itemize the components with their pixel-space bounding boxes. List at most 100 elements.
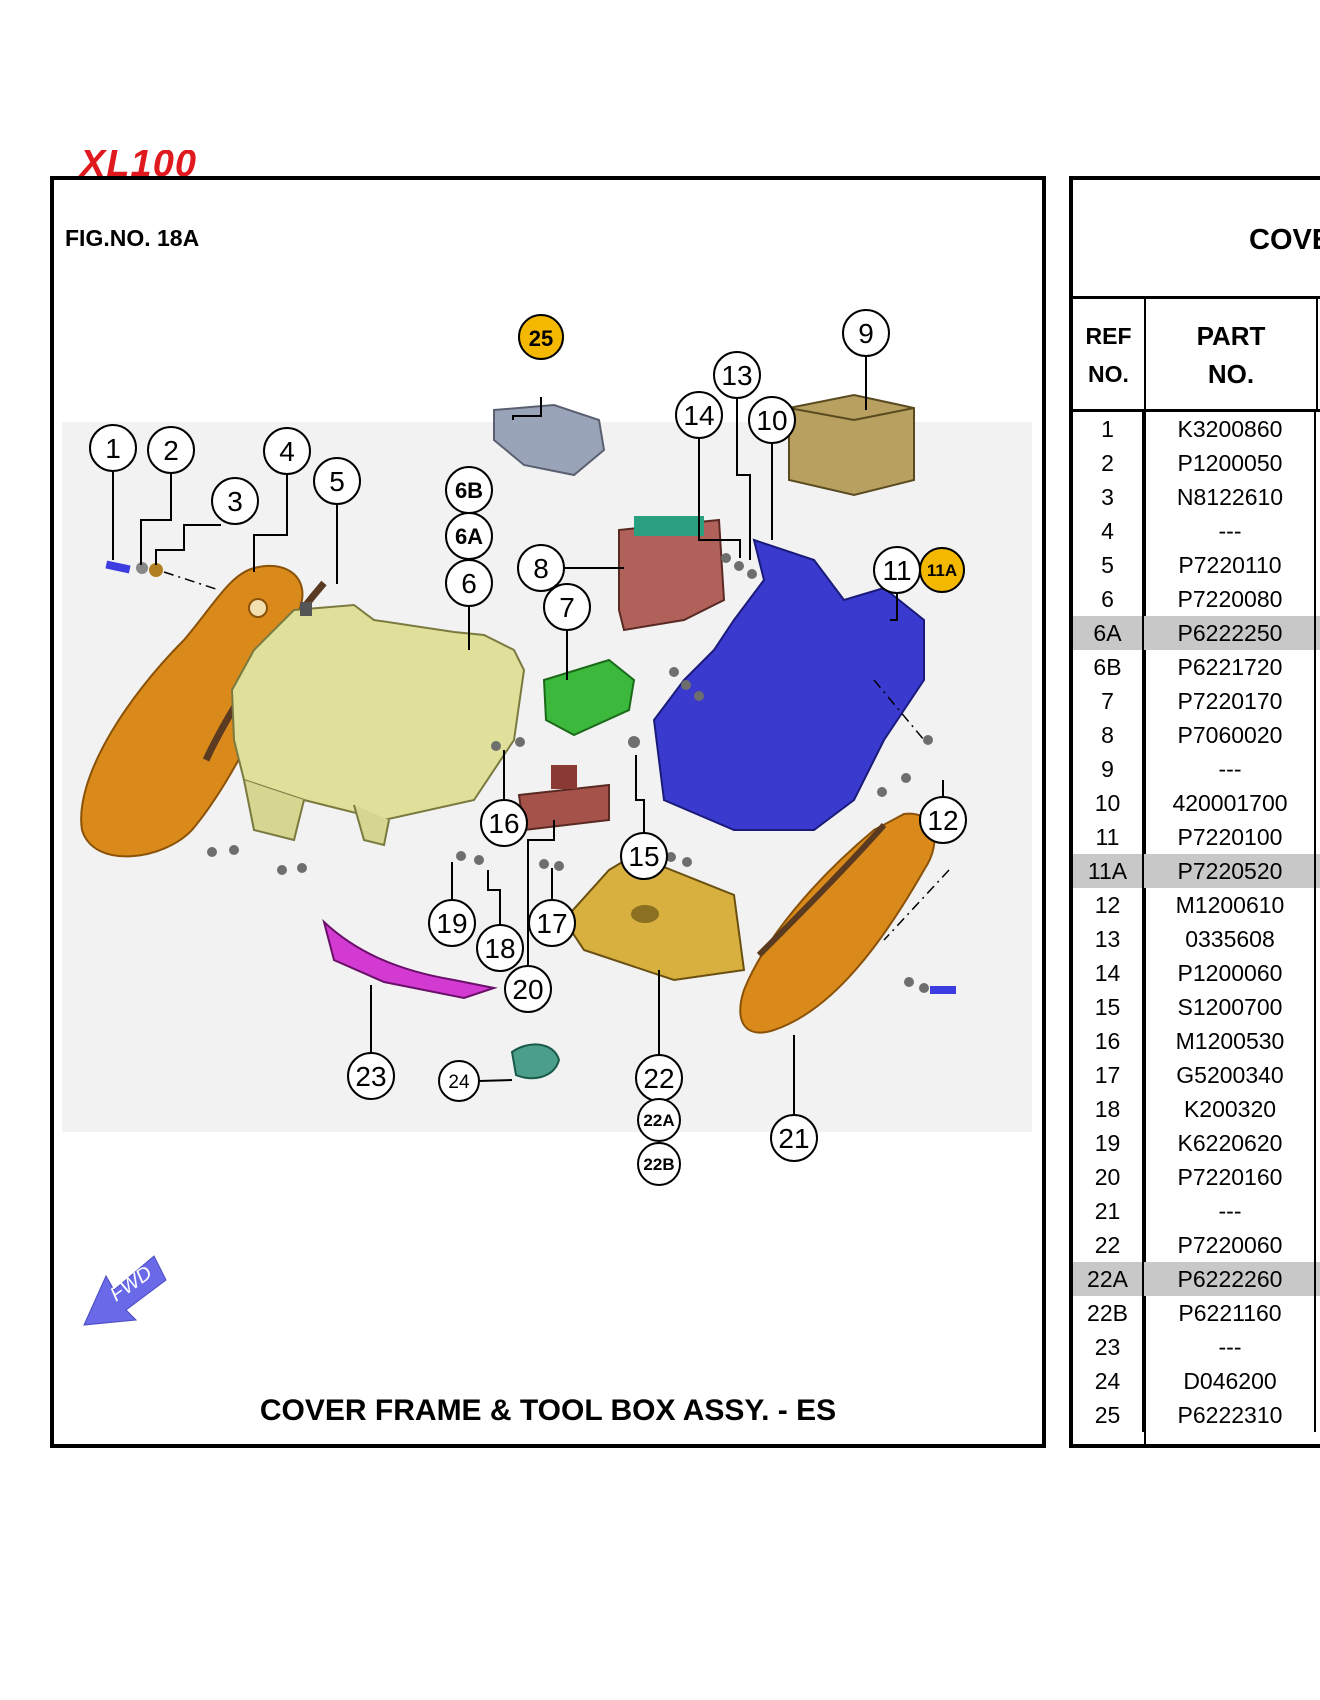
callout-2: 2 bbox=[147, 426, 195, 474]
svg-text:23: 23 bbox=[355, 1061, 386, 1092]
nut-part bbox=[149, 563, 163, 577]
svg-text:24: 24 bbox=[448, 1072, 470, 1093]
ref-no-cell: 18 bbox=[1073, 1092, 1144, 1126]
ref-no-cell: 11A bbox=[1073, 854, 1144, 888]
ref-no-cell: 2 bbox=[1073, 446, 1144, 480]
grey-bracket-part bbox=[493, 403, 606, 477]
header-ref-line2: NO. bbox=[1088, 361, 1129, 387]
relay-board-part bbox=[618, 518, 726, 632]
header-ref-line1: REF bbox=[1085, 323, 1132, 349]
battery-part bbox=[788, 393, 915, 497]
part-no-cell: --- bbox=[1146, 752, 1316, 786]
svg-text:4: 4 bbox=[279, 436, 295, 467]
callout-22: 22 bbox=[635, 1054, 683, 1102]
figure-title: COVER FRAME & TOOL BOX ASSY. - ES bbox=[259, 1394, 837, 1427]
part-no-cell: 420001700 bbox=[1146, 786, 1316, 820]
part-no-cell: --- bbox=[1146, 514, 1316, 548]
ref-no-cell: 6B bbox=[1073, 650, 1144, 684]
logo-text: XL100 bbox=[78, 150, 197, 180]
part-no-cell: P6222310 bbox=[1146, 1398, 1316, 1432]
purple-strip-part bbox=[322, 918, 498, 1000]
part-no-cell: P6221720 bbox=[1146, 650, 1316, 684]
svg-text:7: 7 bbox=[559, 592, 575, 623]
right-rubber-strip bbox=[756, 823, 887, 958]
ref-no-cell: 15 bbox=[1073, 990, 1144, 1024]
ref-no-cell: 5 bbox=[1073, 548, 1144, 582]
ref-no-cell: 17 bbox=[1073, 1058, 1144, 1092]
washer-part bbox=[136, 562, 148, 574]
part-no-cell: P7220100 bbox=[1146, 820, 1316, 854]
figure-number: FIG.NO. 18A bbox=[65, 225, 200, 251]
callout-6: 6 bbox=[445, 559, 493, 607]
callout-15: 15 bbox=[620, 832, 668, 880]
part-no-cell: K6220620 bbox=[1146, 1126, 1316, 1160]
part-no-cell: P1200060 bbox=[1146, 956, 1316, 990]
svg-text:6A: 6A bbox=[455, 524, 483, 549]
table-row: 21--- bbox=[1073, 1194, 1320, 1228]
part-no-cell: 0335608 bbox=[1146, 922, 1316, 956]
ref-no-cell: 7 bbox=[1073, 684, 1144, 718]
figure-panel: FIG.NO. 18A bbox=[50, 176, 1046, 1448]
table-title: COVE bbox=[1249, 224, 1320, 256]
ref-no-cell: 22B bbox=[1073, 1296, 1144, 1330]
part-no-cell: S1200700 bbox=[1146, 990, 1316, 1024]
tool-box-bracket-2 bbox=[353, 804, 390, 847]
axis-line-3 bbox=[883, 869, 950, 941]
ref-no-cell: 8 bbox=[1073, 718, 1144, 752]
part-no-cell: P7220160 bbox=[1146, 1160, 1316, 1194]
clip-part bbox=[300, 602, 312, 616]
callout-25: 25 bbox=[518, 314, 564, 360]
part-no-cell: M1200610 bbox=[1146, 888, 1316, 922]
svg-text:8: 8 bbox=[533, 553, 549, 584]
svg-text:10: 10 bbox=[756, 405, 787, 436]
ref-no-cell: 12 bbox=[1073, 888, 1144, 922]
ref-no-cell: 23 bbox=[1073, 1330, 1144, 1364]
part-no-cell: P7060020 bbox=[1146, 718, 1316, 752]
part-no-cell: N8122610 bbox=[1146, 480, 1316, 514]
ref-no-cell: 1 bbox=[1073, 412, 1144, 446]
svg-text:3: 3 bbox=[227, 486, 243, 517]
table-row: 9--- bbox=[1073, 752, 1320, 786]
parts-table-panel: COVE REF NO. PART NO. 1K32008602P1200050… bbox=[1069, 176, 1320, 1448]
part-no-cell: P1200050 bbox=[1146, 446, 1316, 480]
part-no-cell: P6221160 bbox=[1146, 1296, 1316, 1330]
svg-text:2: 2 bbox=[163, 435, 179, 466]
small-fasteners bbox=[207, 553, 933, 993]
svg-text:22B: 22B bbox=[643, 1155, 674, 1174]
callout-5: 5 bbox=[313, 457, 361, 505]
callout-11: 11 bbox=[873, 546, 921, 594]
ref-no-cell: 24 bbox=[1073, 1364, 1144, 1398]
right-side-cover-part bbox=[739, 812, 936, 1034]
part-no-cell: K3200860 bbox=[1146, 412, 1316, 446]
part-no-cell: P7220110 bbox=[1146, 548, 1316, 582]
callout-13: 13 bbox=[713, 351, 761, 399]
header-part-line2: NO. bbox=[1207, 359, 1255, 389]
part-no-cell: D046200 bbox=[1146, 1364, 1316, 1398]
frame-cover-part bbox=[652, 538, 925, 831]
header-part-no: PART NO. bbox=[1146, 299, 1318, 409]
ref-no-cell: 6A bbox=[1073, 616, 1144, 650]
left-side-cover-part bbox=[80, 564, 304, 858]
svg-text:5: 5 bbox=[329, 466, 345, 497]
part-no-cell: P6222250 bbox=[1146, 616, 1316, 650]
svg-text:1: 1 bbox=[105, 433, 121, 464]
svg-text:20: 20 bbox=[512, 974, 543, 1005]
callout-12: 12 bbox=[919, 796, 967, 844]
ref-no-cell: 25 bbox=[1073, 1398, 1144, 1432]
ref-no-cell: 16 bbox=[1073, 1024, 1144, 1058]
